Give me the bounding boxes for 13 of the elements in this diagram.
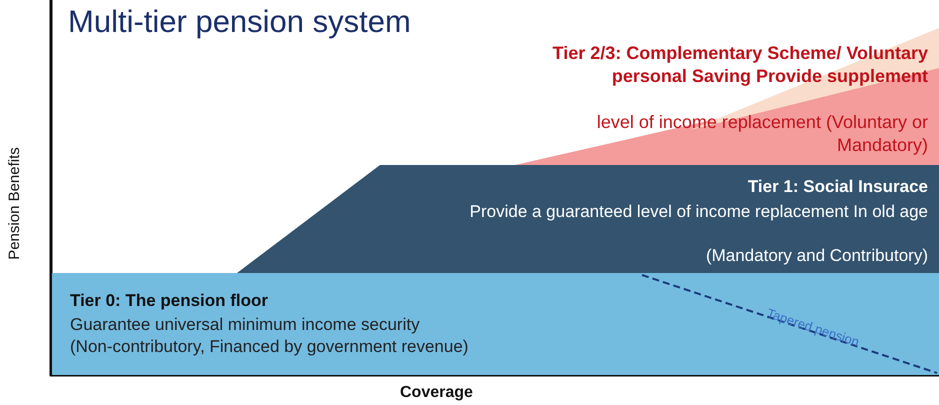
tier-note: (Mandatory and Contributory) — [706, 246, 928, 266]
tier-heading: Tier 0: The pension floor — [70, 291, 268, 311]
tier-area — [237, 165, 939, 273]
axis-label: Pension Benefits — [6, 147, 23, 260]
tier-note: (Non-contributory, Financed by government revenue) — [70, 337, 468, 357]
tier-heading: Tier 1: Social Insurace — [748, 177, 928, 197]
tier-description: level of income replacement (Voluntary or Mandatory) — [596, 111, 928, 157]
tier-heading: Tier 2/3: Complementary Scheme/ Voluntary personal Saving Provide supplement — [552, 42, 928, 88]
title: Multi-tier pension system — [68, 6, 412, 38]
tier-description: Provide a guaranteed level of income replacement In old age — [468, 201, 928, 223]
axis-label: Coverage — [400, 384, 473, 402]
tier-description: Guarantee universal minimum income security — [70, 315, 420, 335]
tier-band — [52, 273, 939, 375]
